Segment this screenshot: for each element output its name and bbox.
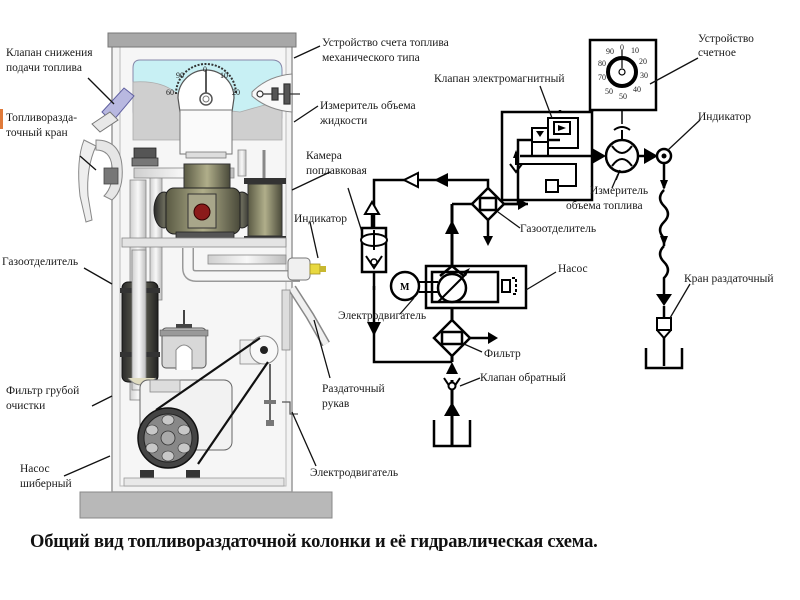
counter-mark: 0 [620,43,624,52]
label-counter-line2: счетное [698,47,736,59]
counter-mark: 50 [619,92,627,101]
label-hose-line1: Раздаточный [322,383,385,395]
hydraulic-scheme [360,38,684,448]
label-counter-mech-line2: механического типа [322,52,420,64]
sight-glass-indicator [287,257,326,281]
counter-mark: 90 [606,47,614,56]
counter-symbol [588,38,658,112]
counter-mark: 40 [633,85,641,94]
label-vane-pump-line1: Насос [20,463,50,475]
label-pump: Насос [558,263,588,275]
label-nozzle-line2: точный кран [6,127,68,139]
label-motor-right: Электродвигатель [338,310,427,322]
label-fuel-meter-line1: Измеритель [590,185,649,197]
leader-lines-right [399,57,701,387]
label-check-valve: Клапан обратный [480,372,566,384]
piston-meter-block [153,163,253,241]
label-volume-meter-line1: Измеритель объема [320,100,416,112]
volume-meter-housing [179,109,233,155]
label-gas-separator-left: Газоотделитель [2,256,79,268]
label-vane-pump-line2: шиберный [20,478,72,490]
hose-symbol [656,163,672,366]
label-filter: Фильтр [484,348,521,360]
flow-arrow [444,402,460,416]
label-coarse-filter-line1: Фильтр грубой [6,385,80,397]
mechanical-counter-dial: 90 0 10 20 60 [166,63,240,113]
dial-mark-20: 20 [232,88,240,97]
scheme-receiver-tank [644,348,684,370]
counter-mark: 80 [598,59,606,68]
dispenser-illustration: 90 0 10 20 60 [78,32,333,519]
label-hose-line2: рукав [322,398,350,410]
drive-belt [155,337,269,465]
fuel-meter-symbol [604,126,640,181]
motor-pulley [239,335,279,365]
label-valve-reduce-line1: Клапан снижения [6,47,93,59]
leader-lines-left [63,45,363,477]
dial-mark-0: 0 [203,65,207,74]
motor-m-letter: M [400,282,410,293]
pump-pulley [137,407,199,469]
counter-dial-numbers: 0 10 20 30 40 50 50 70 80 90 [598,43,648,101]
label-counter-mech-line1: Устройство счета топлива [322,37,449,49]
cabinet-top-cap [107,32,297,48]
label-fuel-meter-line2: объема топлива [566,200,643,212]
label-solenoid-valve: Клапан электромагнитный [434,73,565,85]
accent-marker [0,109,3,129]
indicator-symbol [655,147,673,165]
gas-separator-cylinder [120,249,160,391]
counter-mark: 30 [640,71,648,80]
fuel-nozzle [78,87,135,223]
pump-symbol [424,264,528,310]
dispenser-base [79,491,333,519]
motor-symbol [389,270,438,302]
label-float-chamber-line1: Камера [306,150,342,162]
counter-mark: 70 [598,73,606,82]
label-indicator-right: Индикатор [698,111,752,123]
filter-symbol [432,318,498,358]
dial-mark-60: 60 [166,88,174,97]
dial-mark-10: 10 [220,71,228,80]
label-motor-left: Электродвигатель [310,467,399,479]
label-indicator-left: Индикатор [294,213,348,225]
counter-mark: 20 [639,57,647,66]
label-nozzle-line1: Топливоразда- [6,112,78,124]
label-counter-line1: Устройство [698,33,754,45]
figure-caption: Общий вид топливораздаточной колонки и е… [30,532,598,552]
counter-mark: 10 [631,46,639,55]
label-volume-meter-line2: жидкости [320,115,368,127]
label-valve-reduce-line2: подачи топлива [6,62,82,74]
float-chamber-symbol [360,200,388,290]
label-coarse-filter-line2: очистки [6,400,46,412]
check-valve-symbol [443,377,461,392]
counter-mark: 50 [605,87,613,96]
solenoid-valve-symbol [500,110,594,202]
label-gas-separator-right: Газоотделитель [520,223,597,235]
label-float-chamber-line2: поплавковая [306,165,367,177]
gas-separator-symbol [470,186,506,246]
label-nozzle-valve: Кран раздаточный [684,273,774,285]
coarse-filter [159,310,209,370]
dial-mark-90: 90 [176,71,184,80]
